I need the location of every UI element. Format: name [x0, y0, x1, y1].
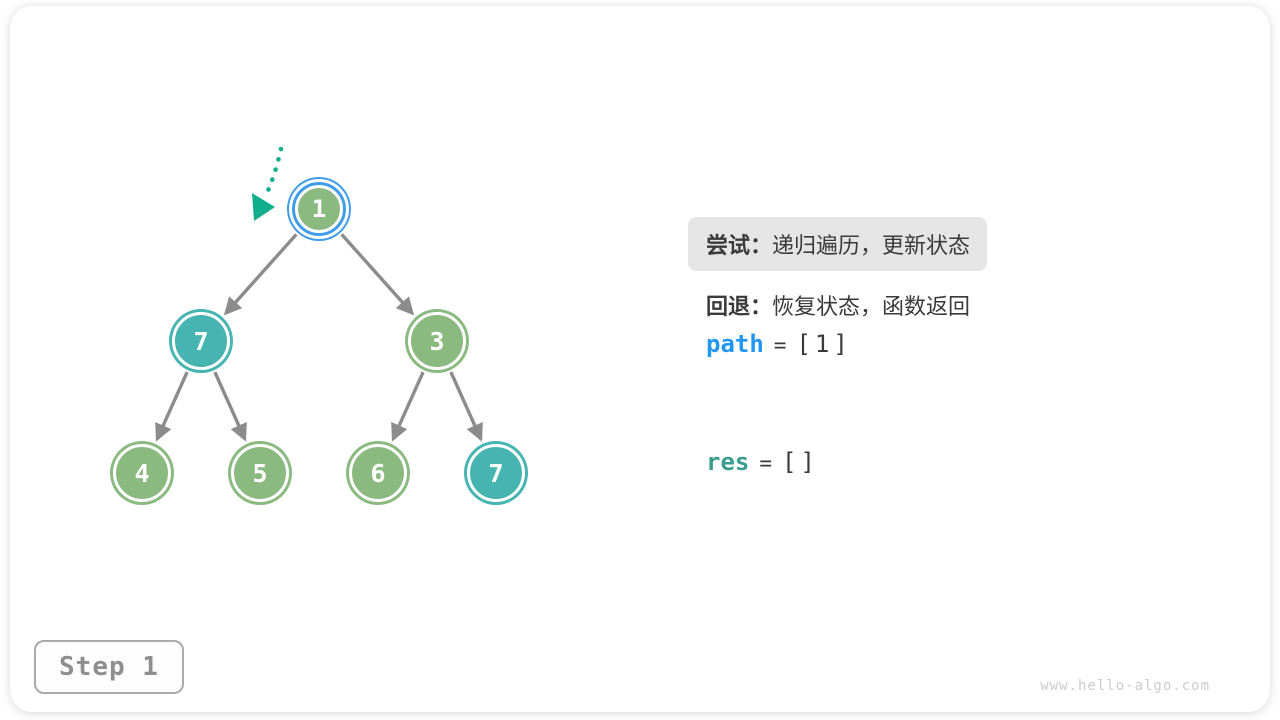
- tree-edge: [391, 371, 425, 442]
- back-label: 回退：: [706, 294, 773, 319]
- path-variable: path = [1]: [688, 330, 852, 358]
- res-variable-name: res: [706, 448, 750, 476]
- back-annotation: 回退：恢复状态，函数返回: [688, 289, 970, 321]
- binary-tree-diagram: 1 7 3 4 5 6 7: [0, 0, 660, 620]
- current-node-pointer-icon: [252, 146, 284, 221]
- tree-node: 6: [349, 444, 407, 502]
- tree-node: 7: [172, 312, 230, 370]
- res-variable: res = []: [688, 448, 819, 476]
- back-text: 恢复状态，函数返回: [772, 294, 971, 319]
- res-value: []: [782, 448, 819, 476]
- path-value: [1]: [796, 330, 852, 358]
- tree-node-current: 1: [295, 185, 343, 233]
- try-text: 递归遍历，更新状态: [772, 233, 971, 258]
- tree-node: 3: [408, 312, 466, 370]
- res-equals: =: [759, 451, 773, 475]
- step-badge-label: Step 1: [59, 652, 159, 682]
- tree-node: 5: [231, 444, 289, 502]
- tree-node: 4: [113, 444, 171, 502]
- tree-edges: [155, 233, 483, 442]
- tree-edge: [155, 371, 189, 442]
- tree-edge: [223, 233, 298, 316]
- path-variable-name: path: [706, 330, 764, 358]
- tree-node: 7: [467, 444, 525, 502]
- path-equals: =: [773, 333, 787, 357]
- try-label: 尝试：: [706, 233, 773, 258]
- tree-edge: [449, 371, 483, 442]
- watermark: www.hello-algo.com: [1040, 678, 1210, 694]
- step-badge: Step 1: [34, 640, 184, 694]
- tree-edge: [213, 371, 247, 442]
- try-annotation: 尝试：递归遍历，更新状态: [688, 217, 988, 271]
- tree-edge: [340, 233, 415, 316]
